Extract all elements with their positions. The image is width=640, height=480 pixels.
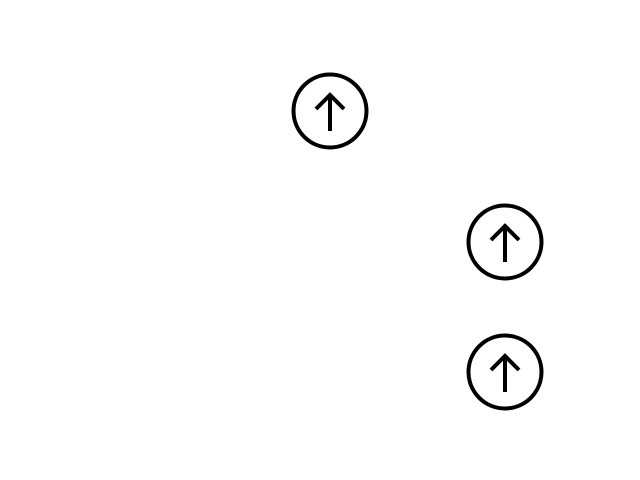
arrow-up-circle-icon xyxy=(465,332,545,412)
upload-button-bottom[interactable] xyxy=(465,332,545,412)
arrow-up-circle-icon xyxy=(290,71,370,151)
arrow-up-circle-icon xyxy=(465,202,545,282)
upload-button-middle[interactable] xyxy=(465,202,545,282)
upload-button-top[interactable] xyxy=(290,71,370,151)
